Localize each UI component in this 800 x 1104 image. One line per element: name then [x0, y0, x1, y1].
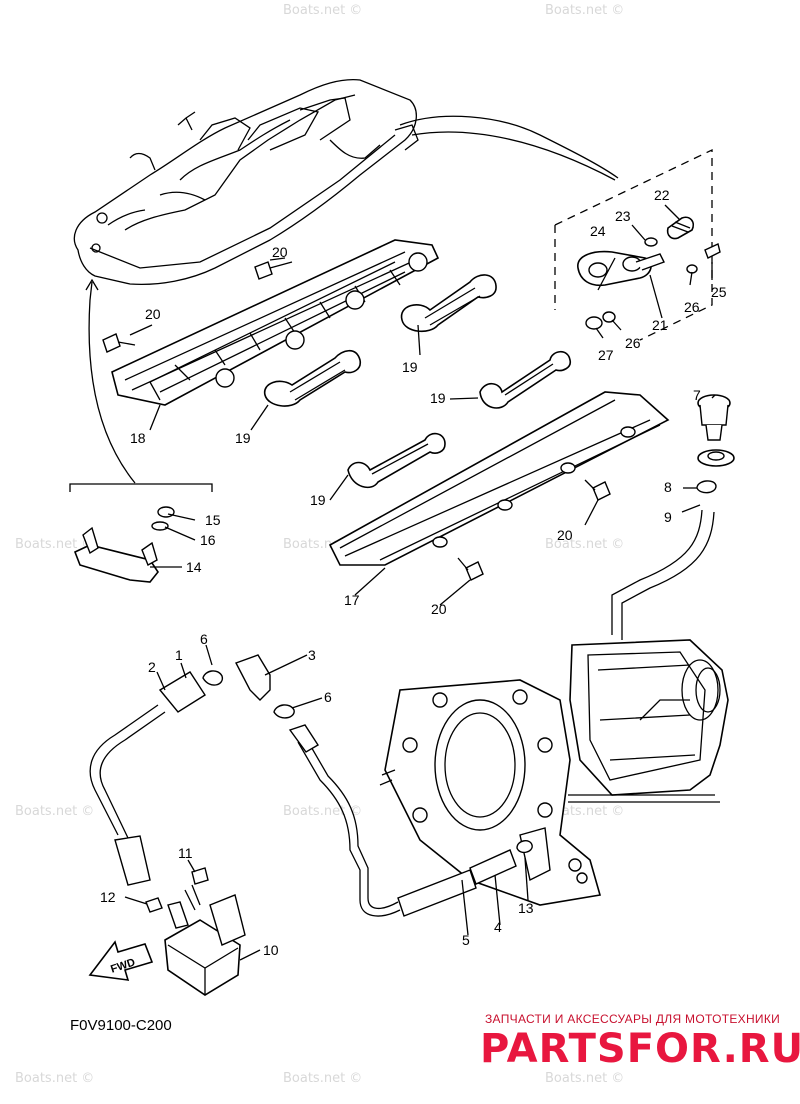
callout-19: 19 [430, 390, 446, 406]
callout-11: 11 [178, 845, 193, 861]
watermark: Boats.net © [283, 804, 362, 819]
callout-17: 17 [344, 592, 360, 608]
brand-logo: ЗАПЧАСТИ И АКСЕССУАРЫ ДЛЯ МОТОТЕХНИКИ PA… [480, 1012, 800, 1072]
callout-19: 19 [402, 359, 418, 375]
leader-bracket-to-hull [88, 281, 136, 484]
callout-8: 8 [664, 479, 672, 495]
watermark: Boats.net © [15, 1071, 94, 1086]
callout-19: 19 [310, 492, 326, 508]
callout-20: 20 [145, 306, 161, 322]
part-19-mounts [264, 274, 572, 489]
arrow-head [85, 278, 99, 291]
watermark: Boats.net © [15, 537, 94, 552]
callout-15: 15 [205, 512, 221, 528]
part-18-rail [111, 239, 440, 406]
hoses [89, 654, 720, 917]
fwd-arrow: FWD [88, 940, 154, 981]
callout-12: 12 [100, 889, 116, 905]
watermark: Boats.net © [545, 3, 624, 18]
brand-name: PARTSFOR.RU [480, 1026, 800, 1072]
callout-9: 9 [664, 509, 672, 525]
brand-tagline: ЗАПЧАСТИ И АКСЕССУАРЫ ДЛЯ МОТОТЕХНИКИ [485, 1012, 780, 1026]
callout-22: 22 [654, 187, 670, 203]
callout-2: 2 [148, 659, 156, 675]
callout-4: 4 [494, 919, 502, 935]
leader-hull-to-box-2 [411, 131, 616, 181]
callout-10: 10 [263, 942, 279, 958]
watermark: Boats.net © [283, 1071, 362, 1086]
watercraft-illustration [73, 79, 419, 286]
callout-24: 24 [590, 223, 606, 239]
callout-20: 20 [272, 244, 288, 260]
callout-21: 21 [652, 317, 668, 333]
leader-lines [124, 204, 716, 961]
callout-labels: 20 20 20 20 19 19 19 19 18 17 22 23 24 2… [100, 187, 727, 958]
callout-5: 5 [462, 932, 470, 948]
callout-7: 7 [693, 387, 701, 403]
part-17-rail [328, 391, 670, 566]
callout-26: 26 [625, 335, 641, 351]
callout-14: 14 [186, 559, 202, 575]
callout-6: 6 [324, 689, 332, 705]
part-14-bracket [73, 506, 175, 583]
callout-18: 18 [130, 430, 146, 446]
callout-20: 20 [431, 601, 447, 617]
watermark: Boats.net © [15, 804, 94, 819]
bracket-box-frame [69, 483, 213, 492]
callout-16: 16 [200, 532, 216, 548]
callout-1: 1 [175, 647, 183, 663]
watermarks: Boats.net © Boats.net © Boats.net © Boat… [15, 3, 624, 1086]
callout-20: 20 [557, 527, 573, 543]
callout-6: 6 [200, 631, 208, 647]
jet-pump-housing [569, 639, 729, 796]
callout-23: 23 [615, 208, 631, 224]
intake-plate [379, 679, 602, 906]
leader-hull-to-box [399, 115, 619, 179]
callout-26: 26 [684, 299, 700, 315]
watermark: Boats.net © [545, 1071, 624, 1086]
parts-10-11-12 [145, 867, 246, 996]
callout-19: 19 [235, 430, 251, 446]
callout-25: 25 [711, 284, 727, 300]
callout-3: 3 [308, 647, 316, 663]
part-20-bolts [102, 261, 611, 581]
vent-plate-assembly [577, 216, 721, 330]
callout-27: 27 [598, 347, 614, 363]
watermark: Boats.net © [545, 804, 624, 819]
diagram-code: F0V9100-C200 [70, 1017, 172, 1034]
parts-7-8-9 [611, 394, 735, 640]
detail-box [554, 148, 713, 341]
watermark: Boats.net © [545, 537, 624, 552]
callout-13: 13 [518, 900, 534, 916]
watermark: Boats.net © [283, 3, 362, 18]
